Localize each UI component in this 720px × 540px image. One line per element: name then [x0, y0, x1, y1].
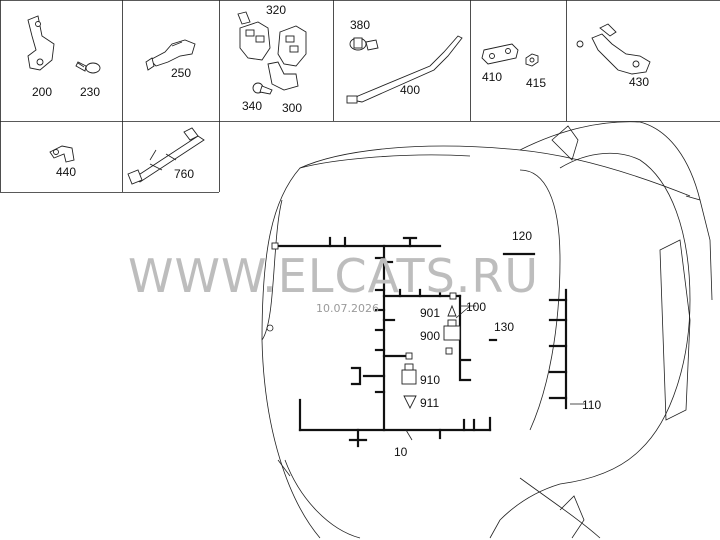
component-910: [401, 363, 417, 385]
label-120: 120: [512, 229, 532, 243]
leader-10: [405, 429, 413, 441]
label-300: 300: [282, 101, 302, 115]
part-200-bracket: [27, 15, 55, 71]
part-400-cable-tie: [346, 35, 463, 104]
watermark: WWW.ELCATS.RU: [128, 249, 539, 303]
part-410-plate: [481, 43, 519, 65]
part-250-clip: [145, 39, 196, 71]
leader-100b: [455, 305, 471, 319]
label-10: 10: [394, 445, 408, 459]
label-911: 911: [420, 396, 439, 410]
parts-grid: [0, 0, 720, 193]
label-901: 901: [420, 306, 440, 320]
part-430-bracket: [576, 23, 651, 75]
label-200: 200: [32, 85, 52, 99]
component-911: [403, 395, 417, 410]
label-320: 320: [266, 3, 286, 17]
component-900: [443, 319, 461, 341]
label-380: 380: [350, 18, 370, 32]
label-900: 900: [420, 329, 440, 343]
part-230-bolt: [75, 61, 101, 74]
label-110: 110: [582, 398, 601, 412]
label-250: 250: [171, 66, 191, 80]
label-100: 100: [466, 300, 486, 314]
part-320-300-brackets: [237, 11, 307, 95]
label-230: 230: [80, 85, 100, 99]
label-400: 400: [400, 83, 420, 97]
label-410: 410: [482, 70, 502, 84]
label-130: 130: [494, 320, 514, 334]
part-380-grommet: [349, 37, 379, 51]
label-340: 340: [242, 99, 262, 113]
component-901: [447, 304, 457, 317]
part-760-harness: [127, 127, 205, 185]
label-415: 415: [526, 76, 546, 90]
part-440-clip: [49, 145, 75, 163]
label-430: 430: [629, 75, 649, 89]
label-910: 910: [420, 373, 440, 387]
car-outline: [261, 121, 713, 539]
wiring-harness: [271, 236, 568, 448]
part-415-nut: [525, 53, 539, 67]
watermark-date: 10.07.2026: [316, 302, 379, 315]
label-760: 760: [174, 167, 194, 181]
label-440: 440: [56, 165, 76, 179]
